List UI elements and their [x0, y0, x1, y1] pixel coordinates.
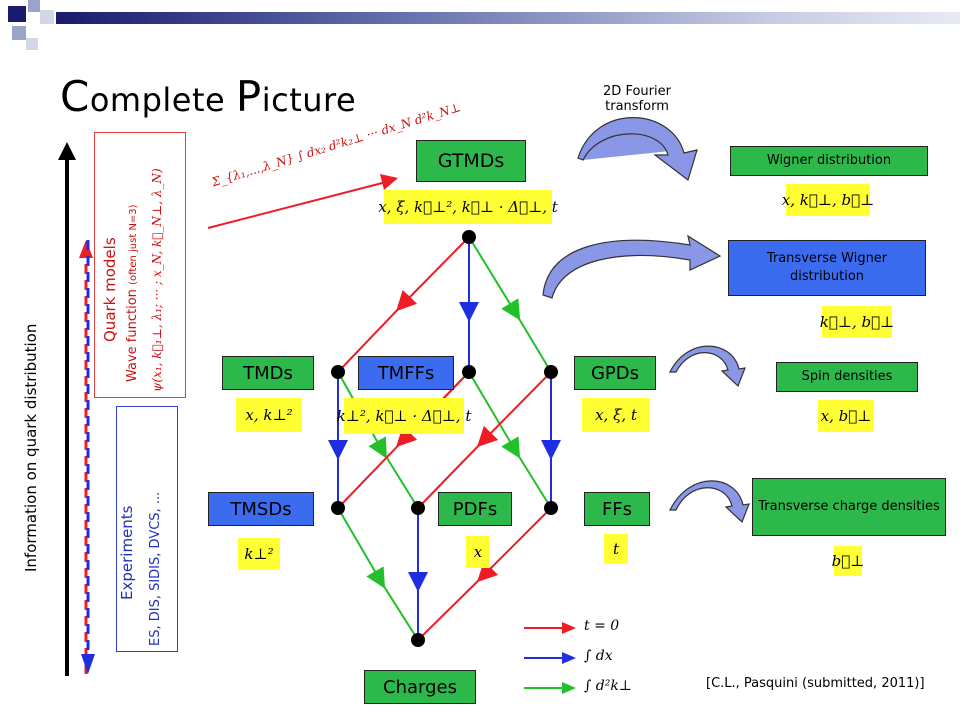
vars-pdfs: x	[466, 536, 490, 568]
edge-green	[337, 371, 419, 509]
node-dot-tmffs	[462, 365, 476, 379]
vars-tmsds: k⊥²	[238, 538, 280, 570]
edge-red	[417, 507, 552, 641]
transverse-wigner-box: Transverse Wigner distribution	[728, 240, 926, 296]
corner-square-decoration	[40, 10, 54, 24]
vars-transverse-charge: b⃗⊥	[832, 546, 864, 576]
experiments-dashed-arrow	[81, 240, 95, 674]
integral-arrow	[207, 174, 398, 229]
node-dot-ffs	[544, 501, 558, 515]
node-dot-pdfs	[411, 501, 425, 515]
node-dot-tmds	[331, 365, 345, 379]
edge-red	[417, 371, 552, 509]
node-dot-gpds	[544, 365, 558, 379]
vars-ffs: t	[604, 534, 628, 564]
fourier-curved-arrow	[669, 345, 746, 388]
header-bar	[56, 12, 960, 24]
legend-label-green: ∫ d²k⊥	[584, 678, 632, 694]
node-tmds: TMDs	[222, 356, 314, 390]
quark-models-dashed-arrow	[79, 240, 93, 674]
vars-spin-densities: x, b⃗⊥	[818, 400, 874, 432]
node-pdfs: PDFs	[438, 492, 512, 526]
legend-arrows	[524, 622, 576, 694]
node-gtmds: GTMDs	[416, 140, 526, 182]
corner-square-decoration	[28, 0, 40, 12]
citation: [C.L., Pasquini (submitted, 2011)]	[706, 676, 925, 691]
vars-tmds: x, k⊥²	[236, 398, 302, 432]
fourier-curved-arrow	[577, 117, 698, 182]
spin-densities-box: Spin densities	[776, 362, 918, 392]
vars-tmffs: k⊥², k⃗⊥ · Δ⃗⊥, t	[337, 398, 471, 434]
corner-square-decoration	[12, 26, 26, 40]
node-charges: Charges	[364, 670, 476, 704]
node-dot-gtmds	[462, 230, 476, 244]
edge-green	[337, 507, 419, 641]
edge-red	[337, 236, 470, 373]
node-tmffs: TMFFs	[358, 356, 454, 390]
vars-gtmds: x, ξ, k⃗⊥², k⃗⊥ · Δ⃗⊥, t	[378, 190, 558, 224]
vars-gpds: x, ξ, t	[582, 398, 650, 432]
experiments-box	[116, 406, 178, 652]
vars-transverse-wigner: k⃗⊥, b⃗⊥	[820, 306, 894, 338]
node-gpds: GPDs	[574, 356, 656, 390]
node-ffs: FFs	[584, 492, 650, 526]
node-dot-charges	[411, 633, 425, 647]
legend-label-blue: ∫ dx	[584, 648, 613, 664]
info-axis-arrow	[58, 142, 76, 676]
corner-square-decoration	[26, 38, 38, 50]
fourier-curved-arrow	[669, 480, 750, 524]
wigner-distribution-box: Wigner distribution	[730, 146, 928, 176]
legend-label-red: t = 0	[584, 618, 620, 634]
node-dot-tmsds	[331, 501, 345, 515]
edge-green	[468, 236, 552, 373]
page-title: Complete Picture	[60, 72, 357, 121]
node-tmsds: TMSDs	[208, 492, 314, 526]
corner-square-decoration	[8, 6, 26, 22]
vars-wigner: x, k⃗⊥, b⃗⊥	[782, 184, 874, 216]
fourier-curved-arrow	[542, 234, 722, 299]
fourier-transform-label: 2D Fourier transform	[603, 84, 671, 114]
edge-green	[468, 371, 552, 509]
transverse-charge-box: Transverse charge densities	[752, 478, 946, 536]
quark-models-box	[94, 132, 186, 398]
